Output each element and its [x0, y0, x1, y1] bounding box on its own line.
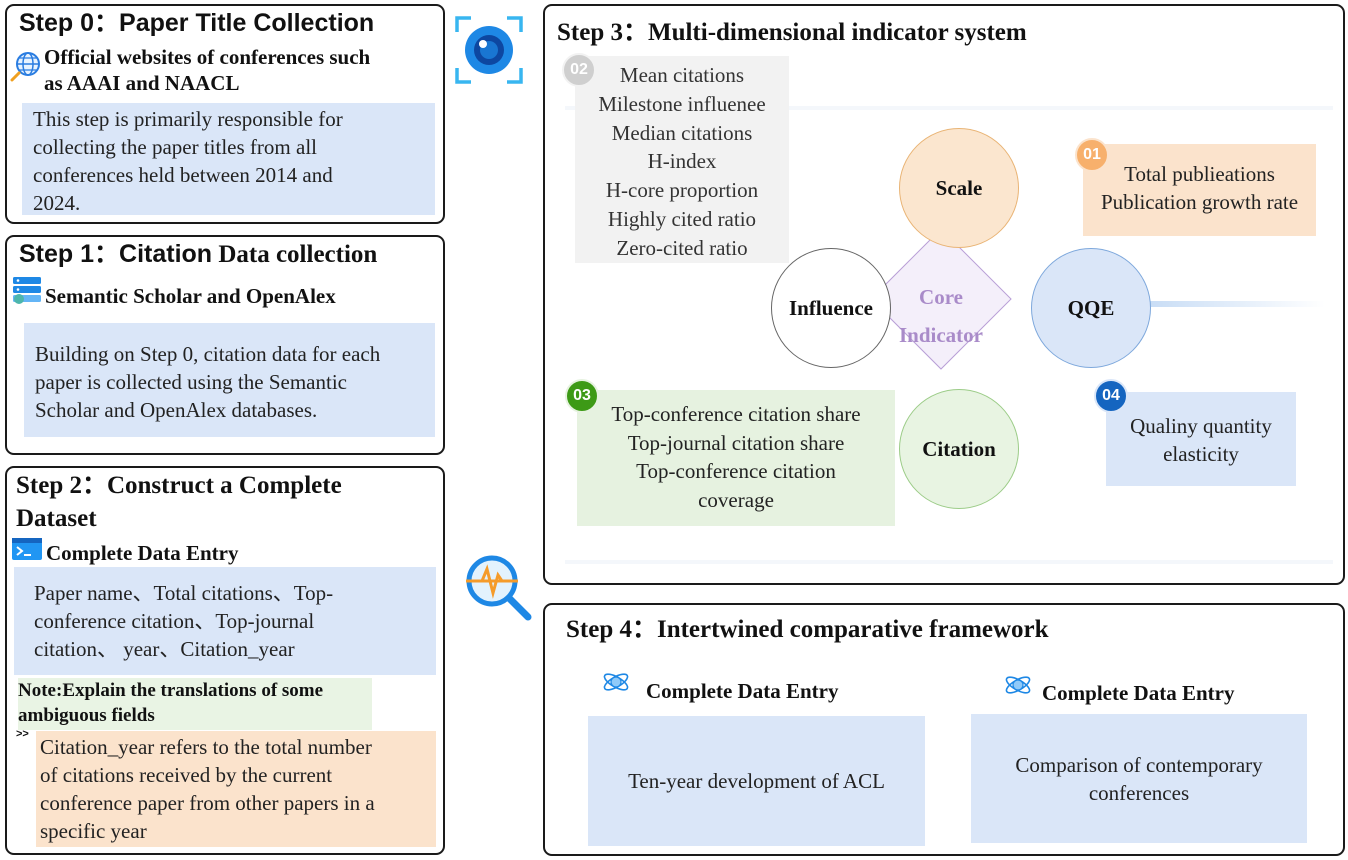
step4-right-desc-line2: conferences [1088, 780, 1190, 805]
node-scale-label: Scale [935, 175, 983, 200]
step1-title-suffix: Data collection [212, 241, 378, 268]
note-desc-line: specific year [40, 819, 147, 843]
step4-panel: Step 4：Intertwined comparative framework… [543, 603, 1345, 856]
indicator-item: H-core proportion [605, 178, 759, 203]
note-line2: ambiguous fields [18, 705, 155, 726]
globe-icon [10, 50, 42, 87]
indicator-group-02: Mean citations Milestone influenee Media… [575, 56, 789, 263]
step2-subtitle: Complete Data Entry [46, 541, 239, 565]
step0-panel: Step 0：Paper Title Collection Official w… [5, 4, 445, 224]
indicator-item: elasticity [1163, 442, 1239, 466]
step4-title: Step 4：Intertwined comparative framework [566, 616, 1049, 643]
badge-01: 01 [1075, 138, 1109, 172]
note-desc-line: of citations received by the current [40, 763, 333, 787]
step2-note: Note:Explain the translations of some am… [18, 678, 372, 730]
step2-title-line2: Dataset [16, 505, 97, 532]
indicator-item: Highly cited ratio [607, 206, 757, 231]
step2-fields: Paper name、Total citations、Top- conferen… [14, 567, 436, 675]
step0-desc-line: 2024. [33, 191, 81, 215]
step4-left-desc: Ten-year development of ACL [628, 769, 885, 793]
node-citation-label: Citation [922, 436, 996, 461]
step4-right-description: Comparison of contemporary conferences [971, 714, 1307, 843]
step2-fields-line: conference citation、Top-journal [34, 609, 315, 633]
search-analysis-icon [462, 551, 534, 628]
step1-title-prefix: Step 1：Citation [19, 240, 213, 268]
indicator-item: Top-journal citation share [627, 430, 845, 455]
step3-title: Step 3：Multi-dimensional indicator syste… [557, 19, 1027, 46]
node-influence-label: Influence [789, 295, 873, 320]
core-indicator-label: Core Indicator [881, 278, 1001, 354]
step2-title-line1: Step 2：Construct a Complete [16, 472, 342, 499]
step4-right-desc-line1: Comparison of contemporary [1015, 752, 1263, 777]
step4-right-label: Complete Data Entry [1042, 681, 1235, 705]
note-line1: Explain the translations of some [62, 680, 324, 701]
indicator-item: Top-conference citation [636, 459, 836, 483]
core-line2: Indicator [899, 323, 983, 347]
step0-description: This step is primarily responsible for c… [22, 103, 435, 215]
badge-02: 02 [562, 53, 596, 87]
step4-left-label: Complete Data Entry [646, 679, 839, 703]
indicator-item: Mean citations [619, 63, 745, 87]
step1-panel: Step 1：Citation Data collection Semantic… [5, 235, 445, 455]
background-line [1145, 301, 1325, 307]
step1-desc-line: Building on Step 0, citation data for ea… [35, 342, 381, 366]
step1-desc-line: Scholar and OpenAlex databases. [35, 398, 318, 422]
badge-04: 04 [1094, 379, 1128, 413]
indicator-item: Qualiny quantity [1130, 414, 1272, 438]
step2-fields-line: citation、 year、Citation_year [34, 637, 295, 661]
node-qqe: QQE [1031, 248, 1151, 368]
arrow-icon: >> [16, 728, 29, 740]
step0-subtitle-line1: Official websites of conferences such [44, 45, 371, 69]
indicator-group-04: Qualiny quantity elasticity [1106, 392, 1296, 486]
step0-title-text: Step 0：Paper Title Collection [19, 9, 375, 37]
indicator-item: H-index [647, 149, 717, 174]
step1-subtitle: Semantic Scholar and OpenAlex [45, 284, 336, 308]
indicator-item: Total publieations [1124, 162, 1275, 186]
note-desc-line: Citation_year refers to the total number [40, 735, 372, 759]
step2-title: Step 2：Construct a Complete Dataset [16, 469, 342, 535]
terminal-icon [11, 537, 43, 566]
note-label: Note: [18, 680, 63, 701]
step3-panel: Step 3：Multi-dimensional indicator syste… [543, 4, 1345, 585]
step0-desc-line: collecting the paper titles from all [33, 135, 317, 159]
step0-title: Step 0：Paper Title Collection [19, 8, 374, 39]
step1-title: Step 1：Citation Data collection [19, 239, 377, 270]
step0-subtitle-line2: as AAAI and NAACL [44, 71, 240, 95]
step2-panel: Step 2：Construct a Complete Dataset Comp… [5, 466, 445, 855]
note-desc-line: conference paper from other papers in a [40, 791, 375, 815]
background-frame [565, 106, 1333, 564]
indicator-item: Zero-cited ratio [616, 235, 748, 260]
step2-fields-line: Paper name、Total citations、Top- [34, 581, 334, 605]
step0-desc-line: This step is primarily responsible for [33, 107, 343, 131]
badge-03: 03 [565, 379, 599, 413]
step2-note-description: Citation_year refers to the total number… [36, 731, 436, 847]
step0-subtitle: Official websites of conferences such as… [44, 44, 370, 96]
indicator-item: Milestone influenee [598, 91, 766, 116]
atom-icon [601, 667, 631, 702]
indicator-item: Median citations [611, 120, 753, 145]
eye-icon [455, 16, 523, 89]
node-scale: Scale [899, 128, 1019, 248]
step1-description: Building on Step 0, citation data for ea… [24, 323, 435, 437]
step1-desc-line: paper is collected using the Semantic [35, 370, 347, 394]
indicator-item: Publication growth rate [1100, 190, 1299, 214]
step4-left-description: Ten-year development of ACL [588, 716, 925, 846]
database-icon [11, 275, 43, 310]
indicator-group-03: Top-conference citation share Top-journa… [577, 390, 895, 526]
node-influence: Influence [771, 248, 891, 368]
core-line1: Core [919, 285, 963, 309]
atom-icon [1003, 670, 1033, 705]
indicator-item: coverage [698, 487, 774, 512]
node-qqe-label: QQE [1067, 295, 1115, 320]
indicator-group-01: Total publieations Publication growth ra… [1083, 144, 1316, 236]
indicator-item: Top-conference citation share [611, 402, 861, 426]
node-citation: Citation [899, 389, 1019, 509]
step0-desc-line: conferences held between 2014 and [33, 163, 333, 187]
